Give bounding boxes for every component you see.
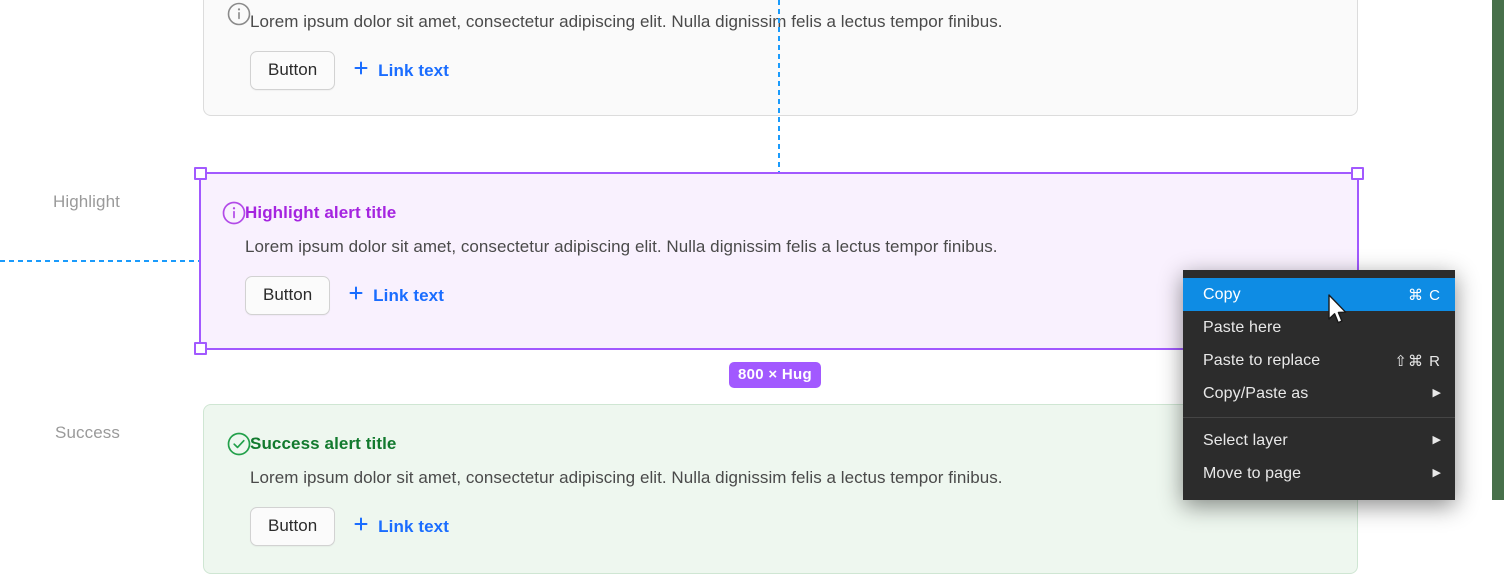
menu-item-copy[interactable]: Copy ⌘ C [1183, 278, 1455, 311]
alert-button[interactable]: Button [250, 51, 336, 90]
submenu-arrow-icon: ▶ [1432, 387, 1441, 399]
alert-card-highlight[interactable]: Highlight alert title Lorem ipsum dolor … [199, 172, 1359, 350]
horizontal-guide-line [0, 260, 199, 262]
menu-item-paste-here[interactable]: Paste here [1183, 311, 1455, 344]
alert-link[interactable]: Link text [353, 516, 449, 537]
selection-border-left [199, 172, 201, 350]
vertical-guide-line [778, 0, 780, 172]
alert-title: Highlight alert title [245, 203, 397, 222]
page-edge-strip [1492, 0, 1504, 500]
menu-item-label: Select layer [1203, 431, 1288, 449]
plus-icon [348, 285, 364, 306]
alert-link-label: Link text [378, 516, 449, 536]
resize-handle-top-left[interactable] [194, 167, 207, 180]
menu-item-move-to-page[interactable]: Move to page ▶ [1183, 457, 1455, 490]
alert-button[interactable]: Button [250, 507, 336, 546]
plus-icon [353, 60, 369, 81]
row-label-highlight: Highlight [52, 192, 120, 211]
alert-link[interactable]: Link text [348, 285, 444, 306]
mouse-cursor [1327, 294, 1349, 331]
selection-size-badge: 800 × Hug [729, 362, 821, 388]
menu-item-select-layer[interactable]: Select layer ▶ [1183, 424, 1455, 457]
menu-item-shortcut: ⇧⌘ R [1394, 352, 1441, 370]
alert-body-text: Lorem ipsum dolor sit amet, consectetur … [245, 237, 998, 256]
menu-item-copy-paste-as[interactable]: Copy/Paste as ▶ [1183, 377, 1455, 410]
alert-link-label: Link text [378, 60, 449, 80]
alert-card-neutral[interactable]: Lorem ipsum dolor sit amet, consectetur … [203, 0, 1358, 116]
menu-item-label: Copy/Paste as [1203, 384, 1309, 402]
alert-body-text: Lorem ipsum dolor sit amet, consectetur … [250, 12, 1003, 31]
info-icon [221, 200, 247, 226]
alert-button[interactable]: Button [245, 276, 331, 315]
alert-actions: Button Link text [250, 507, 1339, 546]
menu-top-padding [1183, 270, 1455, 278]
check-circle-icon [226, 431, 252, 457]
row-label-success: Success [55, 423, 120, 442]
context-menu[interactable]: Copy ⌘ C Paste here Paste to replace ⇧⌘ … [1183, 270, 1455, 500]
menu-item-label: Move to page [1203, 464, 1302, 482]
submenu-arrow-icon: ▶ [1432, 434, 1441, 446]
info-icon [226, 1, 252, 27]
alert-actions: Button Link text [245, 276, 1341, 315]
alert-title: Success alert title [250, 434, 397, 453]
selection-border-right [1357, 172, 1359, 350]
selection-border-top [199, 172, 1359, 174]
alert-body-text: Lorem ipsum dolor sit amet, consectetur … [250, 468, 1003, 487]
selection-border-bottom [199, 348, 1359, 350]
submenu-arrow-icon: ▶ [1432, 467, 1441, 479]
menu-item-paste-to-replace[interactable]: Paste to replace ⇧⌘ R [1183, 344, 1455, 377]
menu-item-shortcut: ⌘ C [1408, 286, 1441, 304]
alert-link[interactable]: Link text [353, 60, 449, 81]
menu-item-label: Copy [1203, 285, 1241, 303]
resize-handle-bottom-left[interactable] [194, 342, 207, 355]
plus-icon [353, 516, 369, 537]
resize-handle-top-right[interactable] [1351, 167, 1364, 180]
menu-item-label: Paste here [1203, 318, 1282, 336]
alert-actions: Button Link text [250, 51, 1339, 90]
alert-link-label: Link text [373, 285, 444, 305]
menu-separator [1183, 417, 1455, 418]
menu-item-label: Paste to replace [1203, 351, 1321, 369]
